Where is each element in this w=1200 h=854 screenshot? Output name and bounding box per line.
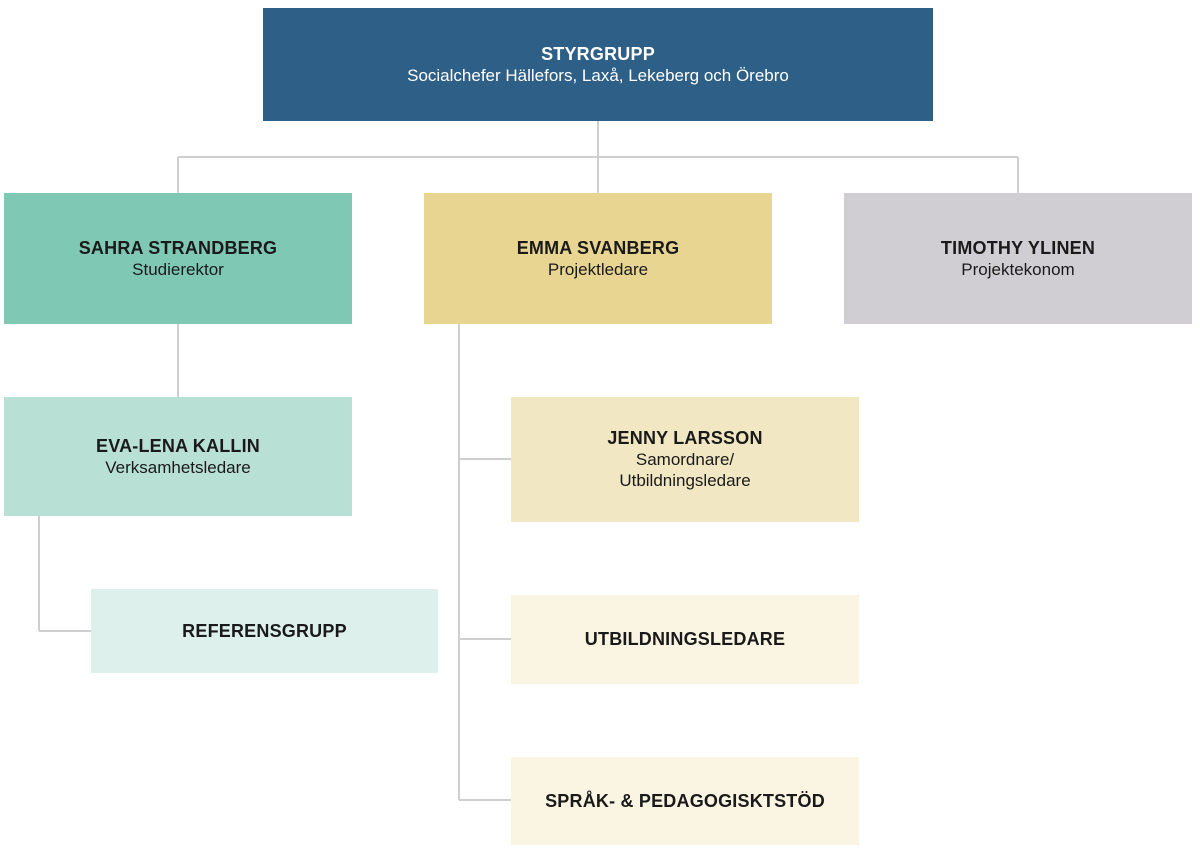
timothy-name: TIMOTHY YLINEN: [940, 237, 1096, 258]
timothy-ylinen-box: TIMOTHY YLINEN Projektekonom: [844, 193, 1192, 324]
utbildningsledare-name: UTBILDNINGSLEDARE: [584, 629, 786, 649]
styrgrupp-role: Socialchefer Hällefors, Laxå, Lekeberg o…: [407, 65, 789, 85]
sprak-pedagogiskt-stod-box: SPRÅK- & PEDAGOGISKTSTÖD: [511, 757, 859, 845]
styrgrupp-box: STYRGRUPP Socialchefer Hällefors, Laxå, …: [263, 8, 933, 121]
jenny-role-line2: Utbildningsledare: [619, 471, 751, 490]
styrgrupp-name: STYRGRUPP: [541, 43, 655, 64]
evalena-role: Verksamhetsledare: [105, 457, 251, 477]
utbildningsledare-box: UTBILDNINGSLEDARE: [511, 595, 859, 684]
evalena-name: EVA-LENA KALLIN: [96, 435, 260, 456]
referensgrupp-name: REFERENSGRUPP: [182, 620, 347, 641]
emma-name: EMMA SVANBERG: [516, 237, 680, 258]
jenny-role-line1: Samordnare/: [635, 450, 735, 469]
eva-lena-kallin-box: EVA-LENA KALLIN Verksamhetsledare: [4, 397, 352, 516]
sprak-name: SPRÅK- & PEDAGOGISKTSTÖD: [545, 790, 825, 811]
sahra-role: Studierektor: [132, 259, 224, 279]
timothy-role: Projektekonom: [961, 259, 1075, 279]
emma-role: Projektledare: [547, 259, 649, 279]
sahra-strandberg-box: SAHRA STRANDBERG Studierektor: [4, 193, 352, 324]
referensgrupp-box: REFERENSGRUPP: [91, 589, 438, 673]
jenny-larsson-box: JENNY LARSSON Samordnare/ Utbildningsled…: [511, 397, 859, 522]
emma-svanberg-box: EMMA SVANBERG Projektledare: [424, 193, 772, 324]
sahra-name: SAHRA STRANDBERG: [78, 237, 278, 258]
jenny-name: JENNY LARSSON: [607, 428, 763, 448]
